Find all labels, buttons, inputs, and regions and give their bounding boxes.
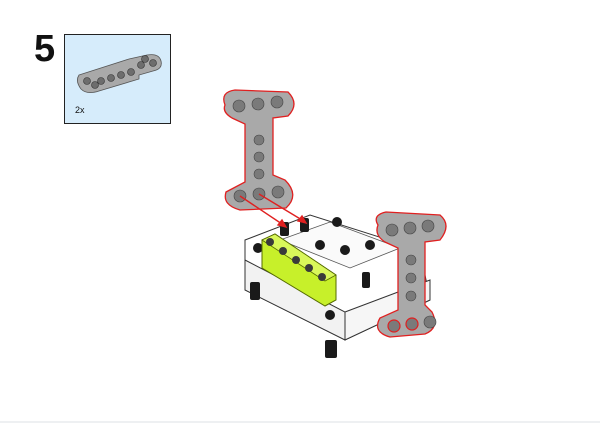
new-h-frame xyxy=(223,89,295,211)
h-frame-part-icon xyxy=(77,54,162,93)
part-quantity: 2x xyxy=(75,105,85,115)
insert-arrows xyxy=(239,193,308,229)
lime-beam xyxy=(261,233,337,307)
installed-h-frame xyxy=(375,211,447,338)
page-divider xyxy=(0,421,600,423)
step-number: 5 xyxy=(34,28,56,70)
parts-callout: 2x xyxy=(64,34,171,124)
